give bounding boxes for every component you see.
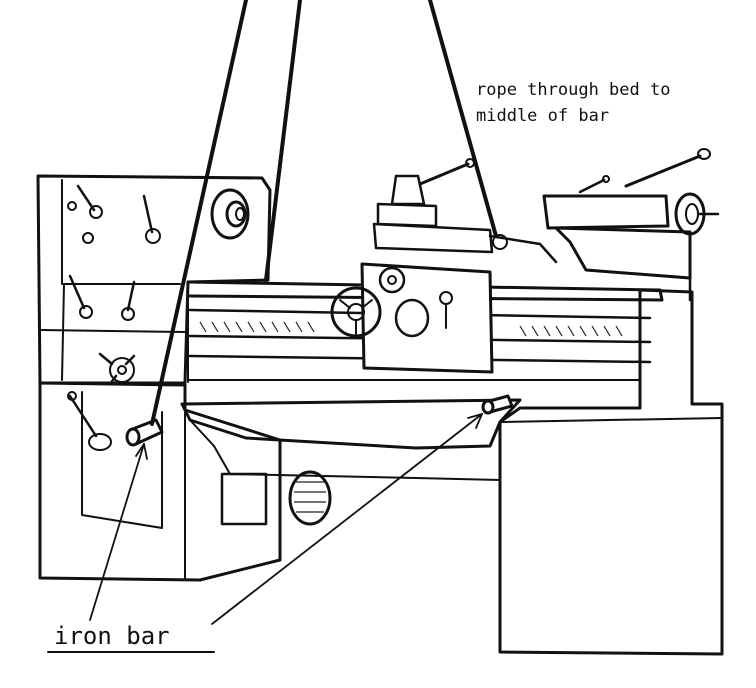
iron-bar-left [125,418,164,447]
pedestal-lever [67,391,112,451]
iron-bar-label: iron bar [54,622,170,650]
leadscrew [199,321,623,337]
headstock-levers [67,184,161,386]
rope-note-line2: middle of bar [476,106,609,126]
headstock [36,174,272,386]
tailstock-handwheel [674,192,720,236]
toolpost [372,158,558,264]
tailstock [542,148,720,302]
spindle-nose [210,188,250,240]
headstock-pedestal [38,381,282,582]
tailstock-pedestal [498,288,724,656]
iron-bar-right [481,394,514,415]
lifting-ropes [150,0,498,426]
carriage-handwheel [330,286,382,338]
chip-tray [180,398,522,526]
iron-bar-arrows [89,413,483,625]
carriage [330,262,494,374]
motor [220,470,332,526]
rope-note-line1: rope through bed to [476,80,670,100]
apron-dials [378,266,453,338]
